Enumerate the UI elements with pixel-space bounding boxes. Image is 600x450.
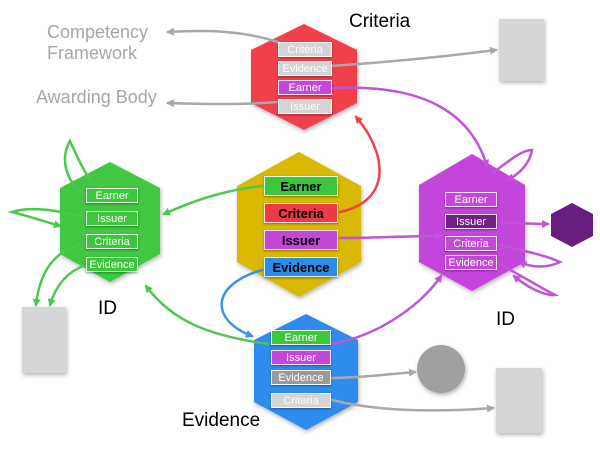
id-left-issuer-field: Issuer: [86, 211, 138, 226]
arrow-center-earner-to-id-left: [162, 184, 264, 216]
arrow-id-right-issuer-to-small-hex: [494, 219, 550, 228]
arrow-to-grey-circle: [330, 368, 417, 380]
arrow-center-evidence-to-evidence-node: [220, 268, 264, 338]
awarding-body-label: Awarding Body: [36, 87, 157, 107]
id-left-evidence-field: Evidence: [86, 257, 138, 272]
criteria-title: Criteria: [349, 11, 411, 32]
arrow-center-criteria-to-criteria-node: [338, 115, 381, 214]
criteria-node-criteria-field: Criteria: [278, 42, 332, 57]
id-left-earner-field: Earner: [86, 188, 138, 203]
competency-framework-label: Competency Framework: [47, 22, 148, 64]
id-right-label: ID: [496, 309, 515, 330]
id-right-evidence-field: Evidence: [445, 255, 497, 270]
criteria-node-earner-field: Earner: [278, 80, 332, 95]
id-left-criteria-field: Criteria: [86, 234, 138, 249]
small-purple-hexagon: [551, 203, 593, 247]
left-document-icon: [22, 307, 66, 373]
arrow-id-left-criteria-to-doc: [32, 240, 88, 307]
evidence-title: Evidence: [182, 410, 261, 431]
criteria-node-evidence-field: Evidence: [278, 61, 332, 76]
center-issuer-field: Issuer: [264, 230, 338, 250]
top-document-icon: [499, 19, 544, 81]
arrow-center-issuer-to-id-right: [338, 232, 443, 241]
arrow-id-right-evidence-loop: [494, 260, 560, 297]
arrow-criteria-earner-to-id-right: [330, 86, 490, 168]
center-evidence-field: Evidence: [264, 257, 338, 277]
arrow-id-right-earner-loop: [492, 148, 534, 182]
evidence-node-evidence-field: Evidence: [271, 370, 331, 385]
arrow-id-right-criteria-loop: [494, 242, 563, 269]
competency-framework-line1: Competency: [47, 22, 149, 42]
competency-framework-line2: Framework: [47, 43, 138, 63]
criteria-node-issuer-field: Issuer: [278, 99, 332, 114]
id-right-earner-field: Earner: [445, 192, 497, 207]
arrow-evidence-node-to-id-left: [144, 284, 270, 346]
id-right-criteria-field: Criteria: [445, 236, 497, 251]
bottom-document-icon: [496, 368, 542, 433]
id-right-issuer-field: Issuer: [445, 214, 497, 229]
arrow-to-awarding-body: [166, 99, 280, 108]
arrow-evidence-node-to-id-right: [330, 274, 443, 346]
arrow-to-competency-framework: [166, 27, 280, 44]
id-left-label: ID: [98, 298, 117, 319]
evidence-node-criteria-field: Criteria: [271, 393, 331, 408]
grey-circle-icon: [417, 345, 465, 393]
evidence-node-issuer-field: Issuer: [271, 350, 331, 365]
center-criteria-field: Criteria: [264, 203, 338, 223]
center-earner-field: Earner: [264, 176, 338, 196]
arrow-id-left-earner-loop: [63, 138, 92, 198]
arrow-to-bottom-document: [330, 398, 495, 413]
arrow-id-left-evidence-to-doc: [47, 263, 88, 307]
arrow-to-top-document: [328, 46, 498, 68]
arrow-id-left-issuer-loop: [7, 207, 88, 229]
evidence-node-earner-field: Earner: [271, 330, 331, 345]
